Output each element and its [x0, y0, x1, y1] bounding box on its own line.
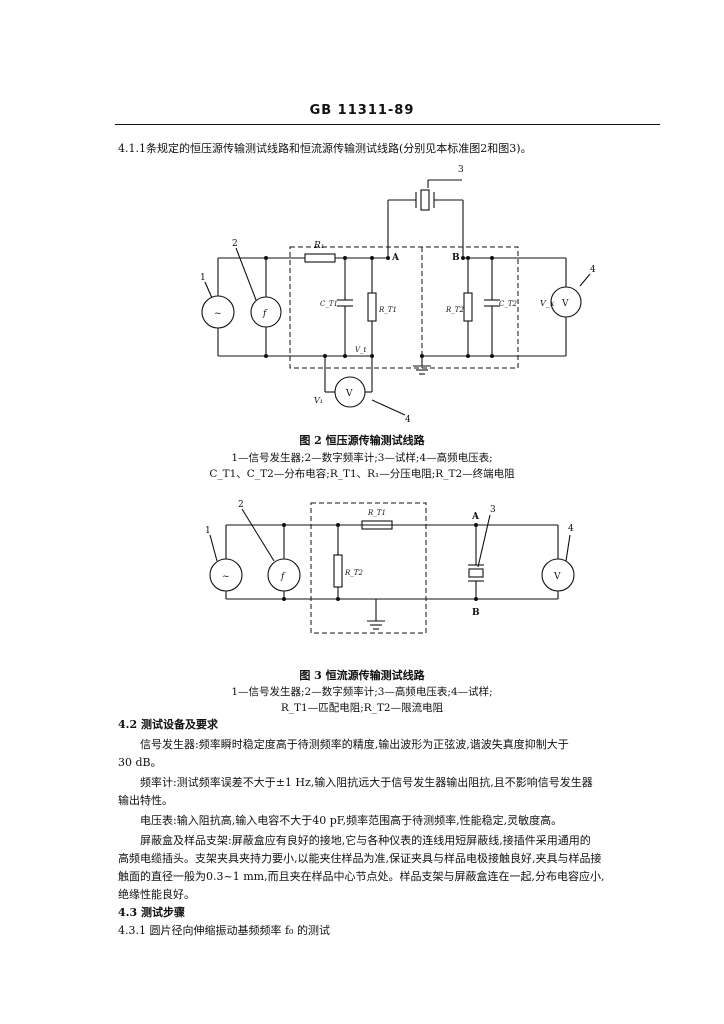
label-ct1: C_T1	[320, 300, 338, 308]
label-ct2: C_T2	[499, 300, 518, 308]
vx-meter-label: V	[561, 299, 569, 309]
section-4-3-1-heading: 4.3.1 圆片径向伸缩振动基频频率 f₀ 的测试	[118, 924, 330, 937]
figure-3-circuit: ~ f V 1 2 3 4 R_T1 R_T2 A B	[205, 500, 575, 634]
label-r1: R₁	[313, 241, 324, 251]
label-vx: V_x	[540, 299, 555, 308]
label-rt1: R_T1	[367, 509, 386, 517]
para-frequency-counter: 频率计:测试频率误差不大于±1 Hz,输入阻抗远大于信号发生器输出阻抗,且不影响…	[140, 776, 593, 789]
figure-2-legend-2: C_T1、C_T2—分布电容;R_T1、R₁—分压电阻;R_T2—终端电阻	[209, 468, 515, 480]
label-n3: 3	[458, 165, 464, 175]
section-4-2-heading: 4.2 测试设备及要求	[118, 718, 218, 731]
figure-3-legend-2: R_T1—匹配电阻;R_T2—限流电阻	[280, 702, 444, 714]
page-header: GB 11311-89	[309, 103, 415, 118]
label-v1: V₁	[314, 396, 323, 405]
para-signal-generator-cont: 30 dB。	[118, 756, 162, 769]
label-n1: 1	[200, 273, 206, 283]
generator-sine-label: ~	[222, 572, 230, 582]
label-vt: V_t	[355, 346, 367, 354]
label-rt2: R_T2	[344, 569, 363, 577]
label-n4: 4	[590, 265, 596, 275]
para-frequency-counter-cont: 输出特性。	[118, 794, 173, 807]
label-n1: 1	[205, 526, 211, 536]
figure-2-circuit: ~ f V V 1 2 3 4 4 R₁ C_T1 R_T1 R_T2 C_T2…	[200, 165, 596, 425]
node-b-label: B	[452, 253, 460, 263]
label-n4: 4	[568, 524, 574, 534]
label-n2: 2	[232, 239, 238, 249]
para-shield-box-2: 高频电缆插头。支架夹具夹持力要小,以能夹住样品为准,保证夹具与样品电极接触良好,…	[118, 852, 602, 865]
counter-f-label: f	[280, 572, 286, 582]
label-n2: 2	[238, 500, 244, 510]
figure-2-caption: 图 2 恒压源传输测试线路	[299, 434, 425, 447]
para-shield-box-1: 屏蔽盒及样品支架:屏蔽盒应有良好的接地,它与各种仪表的连线用短屏蔽线,接插件采用…	[140, 834, 591, 847]
para-voltmeter: 电压表:输入阻抗高,输入电容不大于40 pF,频率范围高于待测频率,性能稳定,灵…	[140, 814, 563, 827]
label-n4b: 4	[405, 415, 411, 425]
label-rt2: R_T2	[445, 306, 464, 314]
intro-text: 4.1.1条规定的恒压源传输测试线路和恒流源传输测试线路(分别见本标准图2和图3…	[118, 142, 532, 155]
label-rt1: R_T1	[378, 306, 397, 314]
figure-3-caption: 图 3 恒流源传输测试线路	[299, 669, 425, 682]
para-signal-generator: 信号发生器:频率瞬时稳定度高于待测频率的精度,输出波形为正弦波,谐波失真度抑制大…	[140, 738, 569, 751]
node-a-label: A	[471, 512, 480, 522]
voltmeter-label: V	[553, 572, 561, 582]
counter-f-label: f	[262, 309, 268, 319]
generator-sine-label: ~	[214, 309, 222, 319]
figure-2-legend-1: 1—信号发生器;2—数字频率计;3—试样;4—高频电压表;	[231, 452, 493, 464]
node-a-label: A	[391, 253, 400, 263]
header-rule	[115, 124, 660, 125]
section-4-3-heading: 4.3 测试步骤	[118, 906, 185, 919]
para-shield-box-3: 触面的直径一般为0.3~1 mm,而且夹在样品中心节点处。样品支架与屏蔽盒连在一…	[118, 870, 605, 883]
para-shield-box-4: 绝缘性能良好。	[118, 888, 195, 901]
v1-meter-label: V	[345, 389, 353, 399]
node-b-label: B	[472, 608, 480, 618]
label-n3: 3	[490, 505, 496, 515]
figure-3-legend-1: 1—信号发生器;2—数字频率计;3—高频电压表;4—试样;	[231, 686, 493, 698]
